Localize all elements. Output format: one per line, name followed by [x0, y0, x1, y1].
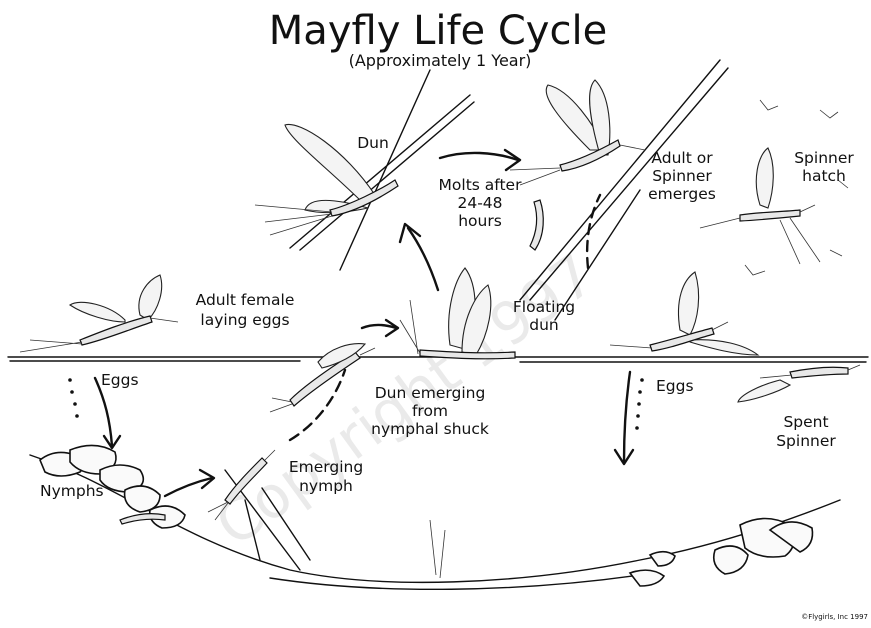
label-adult-female-line2: laying eggs: [200, 311, 289, 329]
label-emerging-nymph-line1: Emerging: [289, 458, 363, 476]
label-molts-line1: Molts after: [439, 176, 523, 194]
label-emerging-nymph-line2: nymph: [299, 477, 353, 495]
adult-female-laying: [20, 275, 178, 352]
label-dun-emerging-line1: Dun emerging: [375, 384, 486, 402]
label-floating-dun-line2: dun: [529, 316, 559, 334]
label-adult-spinner-line3: emerges: [648, 185, 716, 203]
spinner-hatch-swarm: [700, 100, 848, 275]
copyright-notice: ©Flygirls, Inc 1997: [801, 613, 868, 621]
label-dun-emerging-line3: nymphal shuck: [371, 420, 489, 438]
label-eggs-left: Eggs: [101, 371, 139, 389]
label-dun-emerging-line2: from: [412, 402, 448, 420]
adult-spinner-on-stalk: [510, 80, 645, 250]
page-title: Mayfly Life Cycle: [269, 8, 607, 54]
label-spinner-hatch-line1: Spinner: [794, 149, 854, 167]
spent-spinner: [738, 365, 860, 402]
page-subtitle: (Approximately 1 Year): [349, 51, 532, 70]
label-dun: Dun: [357, 134, 389, 152]
label-spinner-hatch-line2: hatch: [802, 167, 846, 185]
label-molts-line2: 24-48: [457, 194, 502, 212]
label-adult-female-line1: Adult female: [196, 291, 295, 309]
label-eggs-right: Eggs: [656, 377, 694, 395]
label-adult-spinner-line2: Spinner: [652, 167, 712, 185]
rock: [630, 570, 664, 586]
label-adult-spinner-line1: Adult or: [651, 149, 713, 167]
rock: [714, 546, 748, 574]
rock: [650, 552, 675, 566]
label-nymphs: Nymphs: [40, 482, 104, 500]
label-spent-spinner-line1: Spent: [783, 413, 828, 431]
label-spent-spinner-line2: Spinner: [776, 432, 836, 450]
label-floating-dun-line1: Floating: [513, 298, 575, 316]
spinner-on-water: [610, 272, 758, 355]
label-molts-line3: hours: [458, 212, 502, 230]
